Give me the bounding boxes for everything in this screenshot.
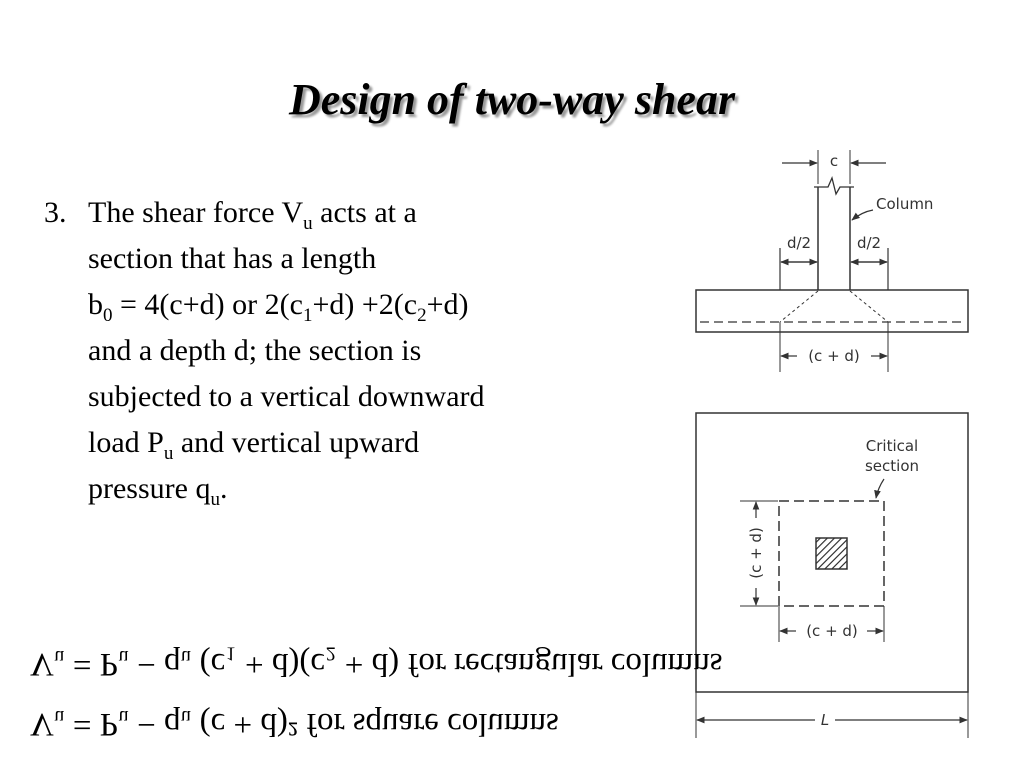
subscript: 2 <box>417 305 427 326</box>
label-c-plus-d-vertical: (c + d) <box>747 527 765 579</box>
label-c: c <box>830 152 838 170</box>
body-text: +d) <box>426 288 469 321</box>
footing-elevation <box>695 289 969 333</box>
label-L: L <box>821 711 829 729</box>
subscript: 1 <box>302 305 313 326</box>
point-3: 3. The shear force Vu acts at a section … <box>44 190 644 512</box>
dim-d-half <box>779 248 889 290</box>
subscript: 0 <box>103 305 113 326</box>
label-d-half-right: d/2 <box>857 234 881 252</box>
subscript: u <box>163 443 174 464</box>
point-number: 3. <box>44 196 67 229</box>
body-text: load P <box>88 426 164 459</box>
label-section: section <box>865 457 919 475</box>
point-body: The shear force Vu acts at a section tha… <box>88 190 644 512</box>
equation-rectangular: Vᵤ = Pᵤ − qᵤ (c₁ + d)(c₂ + d) for rectan… <box>30 646 723 682</box>
body-text: b <box>88 288 103 321</box>
column-plan <box>815 537 848 570</box>
body-text: and vertical upward <box>173 426 420 459</box>
slide-title: Design of two-way shear <box>288 75 736 124</box>
critical-section-perimeter <box>778 500 885 607</box>
subscript: u <box>210 489 220 510</box>
label-critical: Critical <box>866 437 918 455</box>
label-c-plus-d-elevation: (c + d) <box>808 347 860 365</box>
body-text: section that has a length <box>88 242 377 275</box>
body-text: subjected to a vertical downward <box>88 380 485 413</box>
body-text: +d) +2(c <box>312 288 418 321</box>
column-elevation <box>814 150 854 290</box>
body-text: pressure q <box>88 472 211 505</box>
body-text: = 4(c+d) or 2(c <box>112 288 303 321</box>
shear-cone <box>779 290 819 323</box>
label-c-plus-d-plan: (c + d) <box>806 622 858 640</box>
label-column: Column <box>876 195 933 213</box>
shear-cone <box>849 290 889 323</box>
subscript: u <box>303 213 313 234</box>
body-text: . <box>219 472 228 505</box>
body-text: The shear force V <box>88 196 304 229</box>
body-text: acts at a <box>312 196 417 229</box>
label-d-half-left: d/2 <box>787 234 811 252</box>
column-leader <box>851 209 874 221</box>
critical-leader <box>874 478 885 499</box>
footing-plan <box>695 412 969 693</box>
body-text: and a depth d; the section is <box>88 334 422 367</box>
equation-square: Vᵤ = Pᵤ − qᵤ (c + d)² for square columns <box>30 706 559 742</box>
